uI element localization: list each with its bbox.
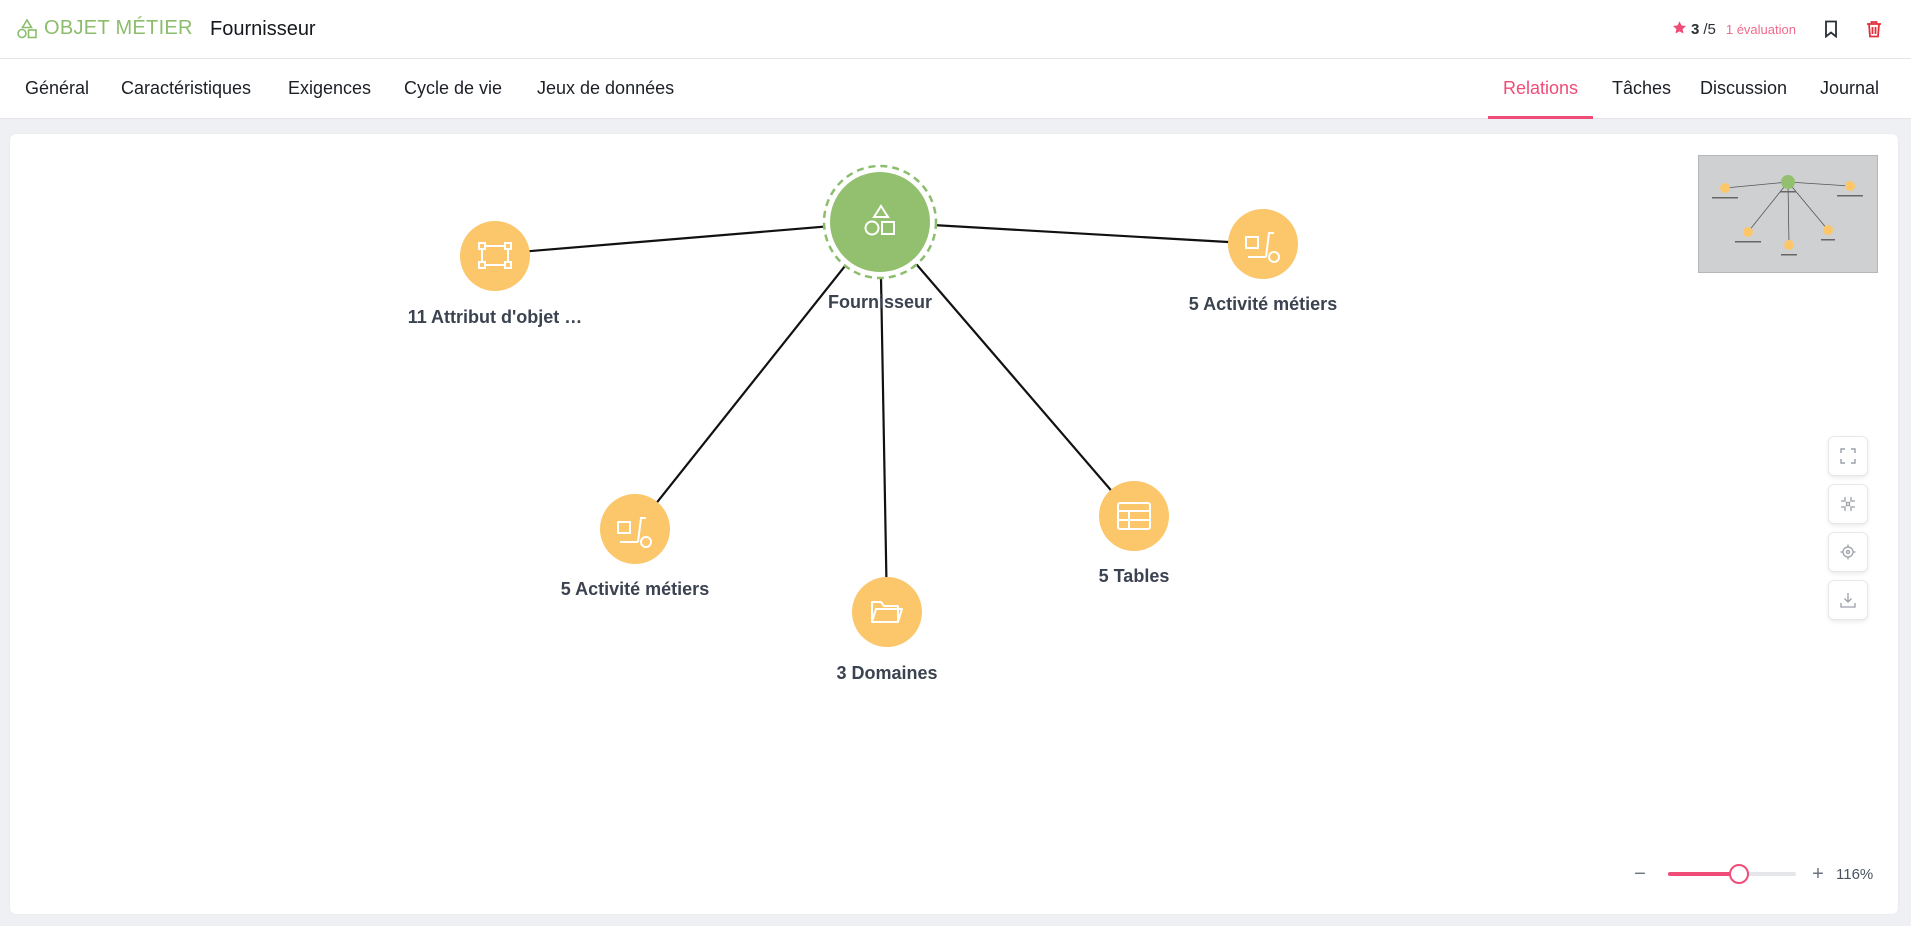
entity-type-label: OBJET MÉTIER [44,17,193,39]
edge-domains [878,221,889,613]
graph-node-label: 11 Attribut d'objet … [408,307,583,327]
download-icon [1840,593,1856,608]
tab-journal[interactable]: Journal [1820,78,1880,98]
tab-general[interactable]: Général [25,78,90,98]
zoom-slider-fill [1668,872,1740,876]
center-button[interactable] [1828,532,1868,572]
graph-node-activities-left[interactable]: 5 Activité métiers [561,494,709,599]
fullscreen-icon [1840,448,1856,464]
zoom-in-button[interactable]: + [1812,862,1824,885]
zoom-slider-thumb[interactable] [1729,864,1750,884]
table-icon [1117,502,1151,530]
tab-bar: Général Caractéristiques Exigences Cycle… [0,59,1911,119]
rating[interactable]: 3 /5 1 évaluation [1672,20,1796,39]
tab-lifecycle[interactable]: Cycle de vie [404,78,503,98]
tab-datasets[interactable]: Jeux de données [537,78,675,98]
center-icon [1840,544,1856,560]
fit-view-button[interactable] [1828,484,1868,524]
graph-toolbar [1828,436,1868,628]
graph-node-activities-right[interactable]: 5 Activité métiers [1189,209,1337,314]
graph-node-label: 5 Activité métiers [561,579,709,599]
zoom-control: − + 116% [1630,862,1873,886]
tab-requirements[interactable]: Exigences [288,78,372,98]
graph-canvas[interactable]: Fournisseur 11 Attribut d'objet … 5 Acti… [10,134,1898,914]
vector-nodes-icon [478,242,512,269]
graph-node-label: Fournisseur [828,292,932,312]
edge-tables [879,221,1135,518]
fit-view-icon [1841,497,1855,511]
rating-max: /5 [1703,21,1716,38]
graph-node-attributes[interactable]: 11 Attribut d'objet … [408,221,583,327]
business-object-icon [16,17,38,40]
graph-edges [494,220,1264,613]
tab-tasks[interactable]: Tâches [1612,78,1672,98]
bookmark-icon[interactable] [1820,18,1842,40]
graph-minimap[interactable] [1698,155,1878,273]
rating-count[interactable]: 1 évaluation [1725,22,1796,37]
trash-icon[interactable] [1863,18,1885,40]
hand-truck-icon [1245,232,1280,263]
folder-icon [871,601,903,623]
graph-node-domains[interactable]: 3 Domaines [836,577,938,683]
fullscreen-button[interactable] [1828,436,1868,476]
entity-type: OBJET MÉTIER [16,17,193,40]
tab-relations[interactable]: Relations [1487,59,1594,119]
tab-characteristics[interactable]: Caractéristiques [121,78,252,98]
star-icon [1672,20,1687,39]
graph-node-center[interactable]: Fournisseur [822,164,938,312]
relations-graph[interactable]: Fournisseur 11 Attribut d'objet … 5 Acti… [10,134,1898,914]
edge-activities-1 [879,220,1264,246]
edge-attributes [494,220,881,256]
shapes-icon [864,204,895,236]
graph-node-label: 5 Tables [1099,566,1170,586]
record-header: OBJET MÉTIER Fournisseur 3 /5 1 évaluati… [0,0,1911,59]
graph-node-tables[interactable]: 5 Tables [1099,481,1170,586]
graph-node-label: 3 Domaines [836,663,937,683]
zoom-level: 116% [1836,865,1874,883]
zoom-out-button[interactable]: − [1634,862,1646,885]
edge-activities-2 [634,221,881,531]
hand-truck-icon [617,517,652,548]
page-title: Fournisseur [210,18,316,40]
minimap-preview [1712,175,1863,256]
graph-node-label: 5 Activité métiers [1189,294,1337,314]
zoom-slider[interactable] [1668,864,1796,884]
download-button[interactable] [1828,580,1868,620]
tab-discussion[interactable]: Discussion [1700,78,1788,98]
rating-score: 3 [1691,21,1700,38]
minimap-viewport[interactable] [1698,155,1878,273]
